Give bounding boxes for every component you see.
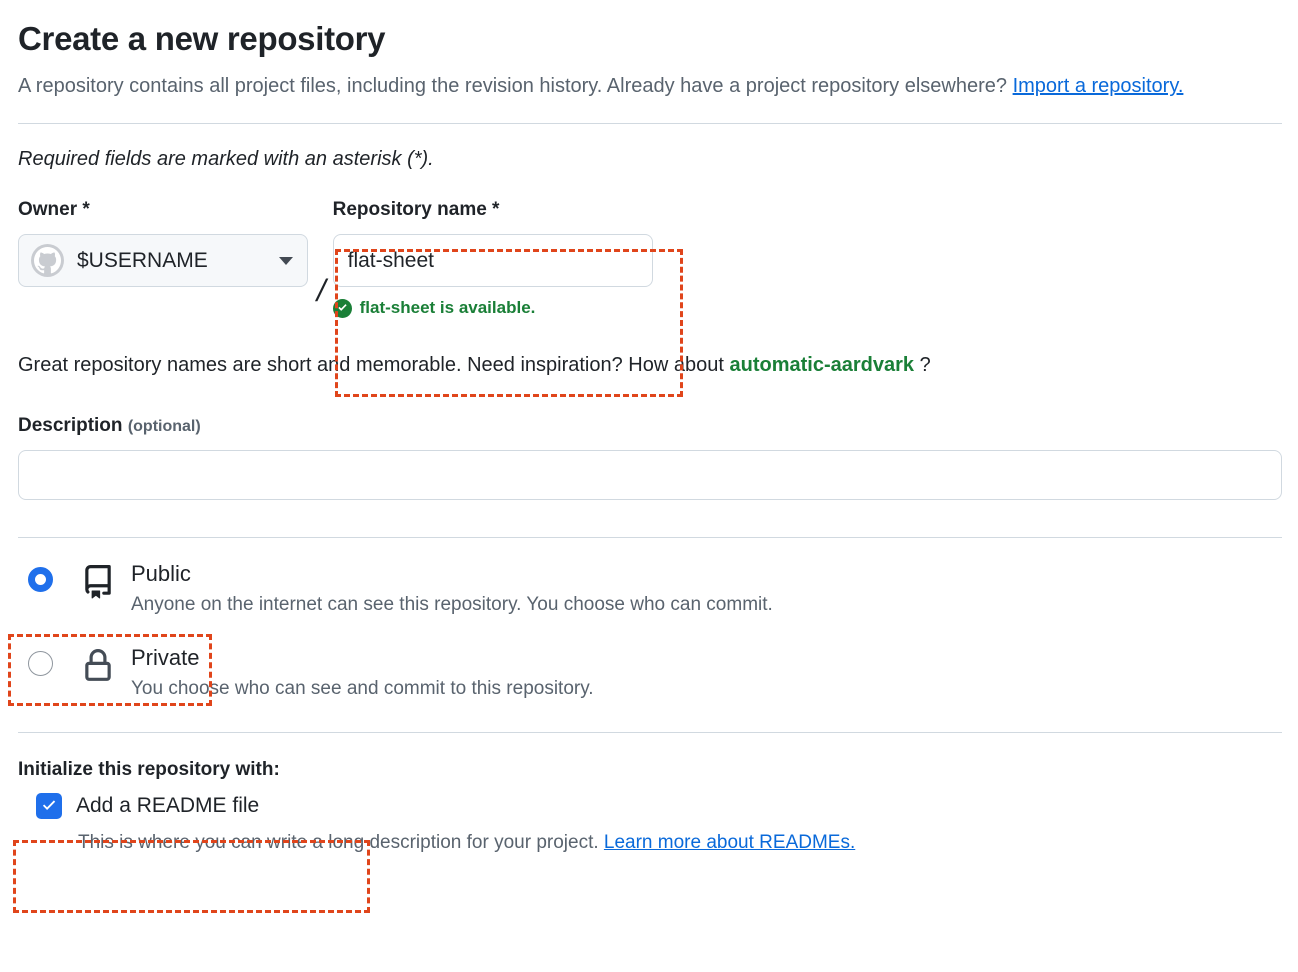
- description-label-text: Description: [18, 415, 123, 437]
- chevron-down-icon: [279, 256, 293, 265]
- visibility-public-title: Public: [131, 561, 191, 587]
- owner-repo-row: Owner * $USERNAME / Repository name *: [18, 199, 1282, 318]
- initialize-heading: Initialize this repository with:: [18, 758, 280, 780]
- page-title: Create a new repository: [18, 20, 386, 57]
- add-readme-description: This is where you can write a long descr…: [78, 832, 1282, 854]
- repository-availability-message: flat-sheet is available.: [332, 298, 663, 318]
- visibility-option-private[interactable]: Private You choose who can see and commi…: [18, 644, 1282, 701]
- availability-text: flat-sheet is available.: [359, 298, 536, 318]
- learn-more-readmes-link[interactable]: Learn more about READMEs.: [603, 831, 856, 853]
- divider-description: [18, 537, 1282, 539]
- github-octocat-avatar-icon: [31, 244, 64, 278]
- visibility-private-text: Private You choose who can see and commi…: [131, 644, 1282, 701]
- divider-top: [18, 123, 1282, 125]
- description-input[interactable]: [18, 450, 1282, 501]
- owner-dropdown[interactable]: $USERNAME: [18, 234, 308, 288]
- radio-public[interactable]: [28, 567, 53, 593]
- visibility-private-title: Private: [131, 645, 200, 671]
- visibility-private-description: You choose who can see and commit to thi…: [131, 677, 594, 699]
- checkbox-add-readme[interactable]: [36, 792, 62, 819]
- owner-label: Owner *: [18, 199, 90, 221]
- page-description: A repository contains all project files,…: [18, 67, 1198, 105]
- inspiration-text: Great repository names are short and mem…: [18, 354, 1282, 377]
- visibility-public-description: Anyone on the internet can see this repo…: [131, 593, 773, 615]
- owner-field-group: Owner * $USERNAME: [18, 199, 308, 288]
- owner-name-value: $USERNAME: [77, 248, 208, 272]
- add-readme-row[interactable]: Add a README file: [18, 792, 1282, 819]
- lock-icon: [85, 649, 111, 682]
- repo-book-icon: [85, 565, 111, 599]
- inspiration-suffix: ?: [914, 354, 931, 377]
- visibility-option-public[interactable]: Public Anyone on the internet can see th…: [18, 560, 1282, 617]
- visibility-public-text: Public Anyone on the internet can see th…: [131, 560, 1282, 617]
- initialize-section: Initialize this repository with: Add a R…: [18, 759, 1282, 854]
- inspiration-prefix: Great repository names are short and mem…: [18, 354, 730, 377]
- import-repository-link[interactable]: Import a repository.: [1012, 75, 1184, 98]
- create-repository-page: Create a new repository A repository con…: [18, 20, 1282, 854]
- visibility-options: Public Anyone on the internet can see th…: [18, 560, 1282, 701]
- divider-visibility: [18, 731, 1282, 733]
- owner-repo-separator: /: [313, 273, 330, 309]
- repository-name-label: Repository name *: [332, 199, 500, 221]
- repository-name-input[interactable]: [332, 234, 653, 288]
- check-circle-icon: [332, 298, 352, 318]
- add-readme-label: Add a README file: [76, 793, 260, 817]
- intro-text: A repository contains all project files,…: [18, 75, 1013, 98]
- readme-desc-text: This is where you can write a long descr…: [78, 831, 604, 853]
- checkmark-icon: [42, 800, 56, 810]
- suggested-repository-name[interactable]: automatic-aardvark: [729, 354, 915, 377]
- description-label: Description (optional): [18, 415, 1282, 437]
- description-field-group: Description (optional): [18, 415, 1282, 501]
- repository-name-field-group: Repository name * flat-sheet is availabl…: [332, 199, 663, 318]
- required-fields-note: Required fields are marked with an aster…: [18, 148, 434, 171]
- radio-private[interactable]: [28, 651, 53, 677]
- description-optional-tag: (optional): [127, 418, 201, 436]
